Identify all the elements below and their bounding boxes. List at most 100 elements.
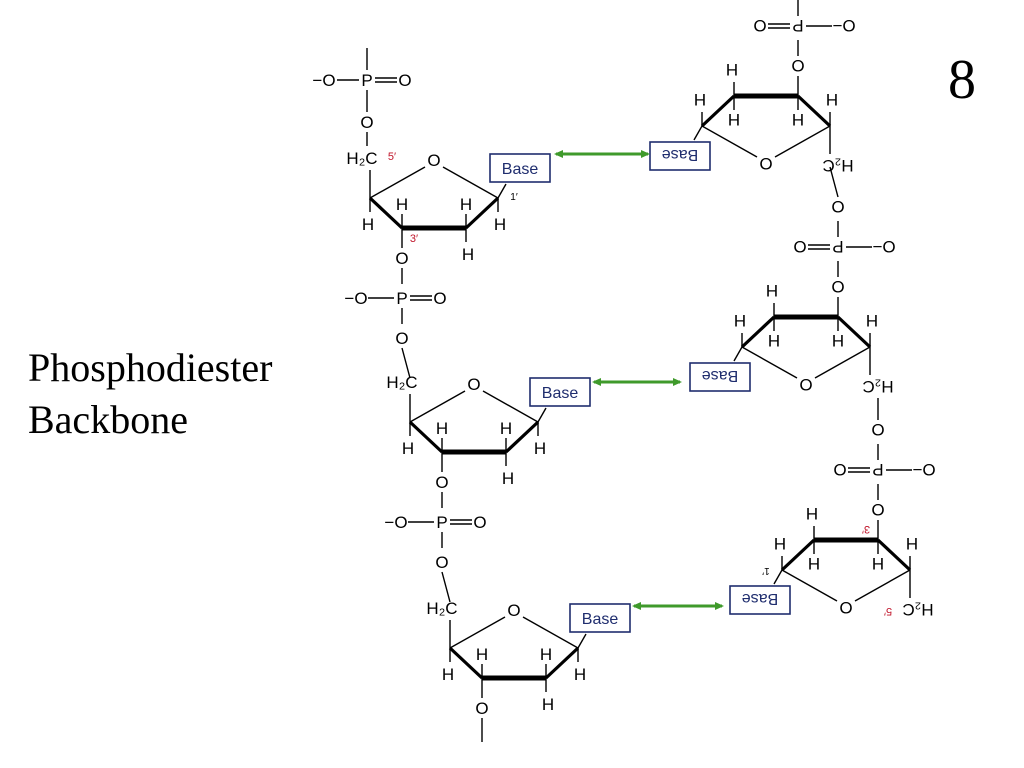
base-bond: [577, 633, 587, 649]
p-bond: [401, 347, 411, 379]
left-nucleotide-2-h-1: H: [534, 439, 546, 458]
ring-bond: [544, 646, 580, 680]
ring-bond: [814, 346, 871, 379]
left-linkage-2-oxygen-minus: −O: [384, 513, 407, 532]
base-bond: [733, 346, 743, 362]
right-nucleotide-2-three-oxygen: O: [831, 277, 844, 296]
ring-bond: [522, 616, 579, 649]
left-linkage-2-double-oxygen: O: [473, 513, 486, 532]
left-top-ester-oxygen: O: [360, 113, 373, 132]
left-linkage-1-double-oxygen: O: [433, 289, 446, 308]
left-nucleotide-1-h-1: H: [494, 215, 506, 234]
right-linkage-3-ester-oxygen: O: [871, 420, 884, 439]
left-nucleotide-3-base-label: Base: [582, 611, 619, 628]
right-nucleotide-1-ch2: H₂C: [822, 156, 853, 175]
left-top-phosphorus: P: [361, 71, 372, 90]
left-nucleotide-2-base-box: [529, 377, 591, 407]
left-nucleotide-1-h-4: H: [362, 215, 374, 234]
ring-bond: [504, 420, 540, 454]
ring-bond: [741, 346, 798, 379]
ring-bond: [876, 538, 912, 572]
base-bond: [497, 183, 507, 199]
ring-bond: [796, 94, 832, 128]
right-nucleotide-2-h-1: H: [734, 311, 746, 330]
right-nucleotide-3-h-4: H: [906, 534, 918, 553]
left-nucleotide-1-h-2a: H: [460, 195, 472, 214]
right-nucleotide-3-h-1: H: [774, 534, 786, 553]
right-linkage-2-double-oxygen: O: [793, 237, 806, 256]
right-linkage-3-double-oxygen: O: [833, 460, 846, 479]
left-nucleotide-2-h-4: H: [402, 439, 414, 458]
left-nucleotide-3-h-4: H: [442, 665, 454, 684]
left-linkage-1-oxygen-minus: −O: [344, 289, 367, 308]
left-linkage-1-ester-oxygen: O: [395, 329, 408, 348]
left-nucleotide-2-ring-oxygen: O: [467, 375, 480, 394]
ring-bond: [740, 315, 776, 349]
left-nucleotide-3-ring-oxygen: O: [507, 601, 520, 620]
ring-bond: [368, 196, 404, 230]
page-number: 8: [948, 49, 976, 111]
ring-bond: [448, 646, 484, 680]
left-nucleotide-1-ring-oxygen: O: [427, 151, 440, 170]
right-linkage-3-phosphorus: P: [872, 460, 883, 479]
right-nucleotide-1-h-1: H: [694, 90, 706, 109]
ring-bond: [700, 94, 736, 128]
ring-bond: [482, 390, 539, 423]
title-line-2: Backbone: [28, 397, 188, 442]
left-top-double-oxygen: O: [398, 71, 411, 90]
ring-bond: [854, 569, 911, 602]
left-nucleotide-1-h-3: H: [396, 195, 408, 214]
left-nucleotide-1-one-prime: 1′: [510, 192, 518, 203]
ring-bond: [780, 538, 816, 572]
base-bond: [537, 407, 547, 423]
right-nucleotide-2-ring-oxygen: O: [799, 375, 812, 394]
right-nucleotide-2-base-label: Base: [702, 367, 739, 384]
right-nucleotide-2-h-3: H: [832, 331, 844, 350]
ring-bond: [408, 420, 444, 454]
right-linkage-3-oxygen-minus: O−: [912, 460, 935, 479]
left-nucleotide-2-h-2b: H: [502, 469, 514, 488]
right-nucleotide-1-h-4: H: [826, 90, 838, 109]
right-nucleotide-3-ring-oxygen: O: [839, 598, 852, 617]
left-nucleotide-3-base-box: [569, 603, 631, 633]
left-nucleotide-3-h-3: H: [476, 645, 488, 664]
left-nucleotide-1-base-box: [489, 153, 551, 183]
right-nucleotide-2-h-4: H: [866, 311, 878, 330]
right-linkage-1-oxygen-minus: O−: [832, 16, 855, 35]
left-nucleotide-2-base-label: Base: [542, 385, 579, 402]
left-nucleotide-1-h-2b: H: [462, 245, 474, 264]
right-nucleotide-2-ch2: H₂C: [862, 377, 893, 396]
left-linkage-2-ester-oxygen: O: [435, 553, 448, 572]
right-nucleotide-3-three-oxygen: O: [871, 500, 884, 519]
left-nucleotide-3-h-1: H: [574, 665, 586, 684]
p-bond: [441, 571, 451, 603]
slide-title: Phosphodiester Backbone: [28, 342, 272, 446]
right-linkage-2-oxygen-minus: O−: [872, 237, 895, 256]
ring-bond: [442, 166, 499, 199]
ring-bond: [369, 166, 426, 199]
right-nucleotide-3-h-2b: H: [806, 504, 818, 523]
right-nucleotide-2-base-box: [689, 362, 751, 392]
right-nucleotide-3-five-prime: 5′: [884, 605, 892, 617]
left-linkage-1-phosphorus: P: [396, 289, 407, 308]
left-nucleotide-3-h-2a: H: [540, 645, 552, 664]
right-nucleotide-3-three-prime: 3′: [862, 523, 870, 535]
left-nucleotide-2-h-3: H: [436, 419, 448, 438]
left-nucleotide-1-five-prime: 5′: [388, 151, 396, 163]
left-top-oxygen-minus: −O: [312, 71, 335, 90]
ring-bond: [774, 125, 831, 158]
right-nucleotide-3-one-prime: 1′: [762, 565, 770, 576]
left-nucleotide-1-base-label: Base: [502, 161, 539, 178]
right-linkage-1-phosphorus: P: [792, 16, 803, 35]
right-nucleotide-2-h-2a: H: [768, 331, 780, 350]
ring-bond: [464, 196, 500, 230]
left-nucleotide-2-ch2: H₂C: [386, 373, 417, 392]
right-nucleotide-3-base-box: [729, 585, 791, 615]
right-nucleotide-1-h-2a: H: [728, 110, 740, 129]
base-bond: [773, 569, 783, 585]
right-nucleotide-3-h-2a: H: [808, 554, 820, 573]
right-nucleotide-1-three-oxygen: O: [791, 56, 804, 75]
base-bond: [693, 125, 703, 141]
ring-bond: [701, 125, 758, 158]
